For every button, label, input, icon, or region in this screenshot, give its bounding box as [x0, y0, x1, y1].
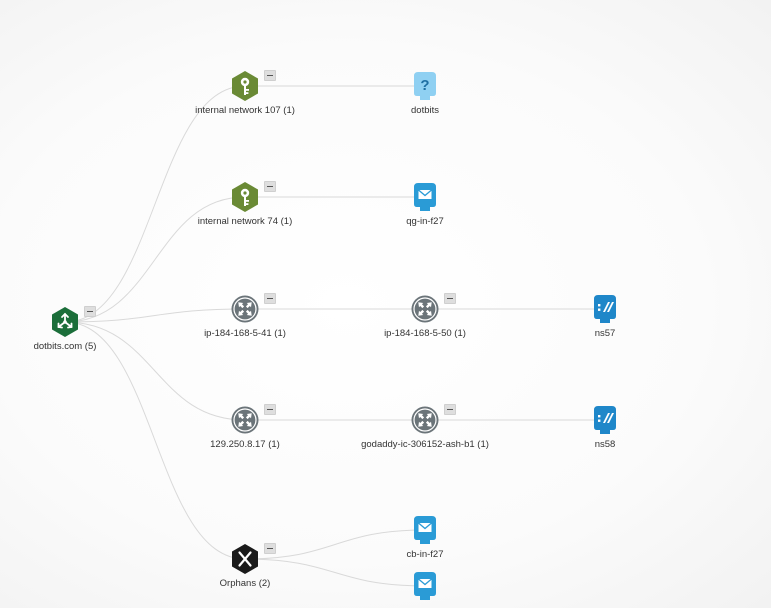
node-label: qg-in-f27 — [406, 216, 444, 227]
node-label: godaddy-ic-306152-ash-b1 (1) — [361, 439, 489, 450]
router-icon[interactable] — [230, 405, 260, 435]
edge-n-orphans-to-n-cb-in-f27 — [244, 529, 426, 560]
mail-icon[interactable] — [410, 182, 440, 212]
collapse-button[interactable] — [264, 543, 276, 554]
nameserver-icon[interactable] — [590, 294, 620, 324]
node-label: ns58 — [594, 439, 616, 450]
mail-icon[interactable] — [410, 571, 440, 601]
edge-root-to-n-129-250-8-17 — [64, 321, 246, 421]
node-label: ns57 — [594, 328, 616, 339]
nameserver-icon[interactable] — [590, 405, 620, 435]
edge-root-to-n-ip-184-168-5-41 — [64, 308, 246, 323]
node-label: dotbits.com (5) — [33, 341, 97, 352]
collapse-button[interactable] — [264, 404, 276, 415]
collapse-button[interactable] — [444, 404, 456, 415]
router-icon[interactable] — [410, 294, 440, 324]
key-icon[interactable] — [230, 182, 260, 212]
node-label: cb-in-f27 — [406, 549, 444, 560]
edge-root-to-n-orphans — [64, 321, 246, 560]
mail-icon[interactable] — [410, 515, 440, 545]
orphans-x-icon[interactable] — [230, 544, 260, 574]
collapse-button[interactable] — [84, 306, 96, 317]
domain-hub-icon[interactable] — [50, 307, 80, 337]
question-icon[interactable]: ? — [410, 71, 440, 101]
router-icon[interactable] — [410, 405, 440, 435]
node-label: ip-184-168-5-41 (1) — [204, 328, 286, 339]
collapse-button[interactable] — [264, 70, 276, 81]
collapse-button[interactable] — [264, 181, 276, 192]
edge-root-to-n-internal-107 — [64, 85, 246, 323]
node-label: ip-184-168-5-50 (1) — [384, 328, 466, 339]
node-label: 129.250.8.17 (1) — [210, 439, 280, 450]
node-label: internal network 107 (1) — [195, 105, 295, 116]
node-label: Orphans (2) — [219, 578, 271, 589]
router-icon[interactable] — [230, 294, 260, 324]
svg-text:?: ? — [420, 77, 429, 94]
collapse-button[interactable] — [444, 293, 456, 304]
node-label: internal network 74 (1) — [197, 216, 293, 227]
edge-n-orphans-to-n-mail-bottom — [244, 558, 426, 587]
node-label: dotbits — [411, 105, 439, 116]
collapse-button[interactable] — [264, 293, 276, 304]
key-icon[interactable] — [230, 71, 260, 101]
